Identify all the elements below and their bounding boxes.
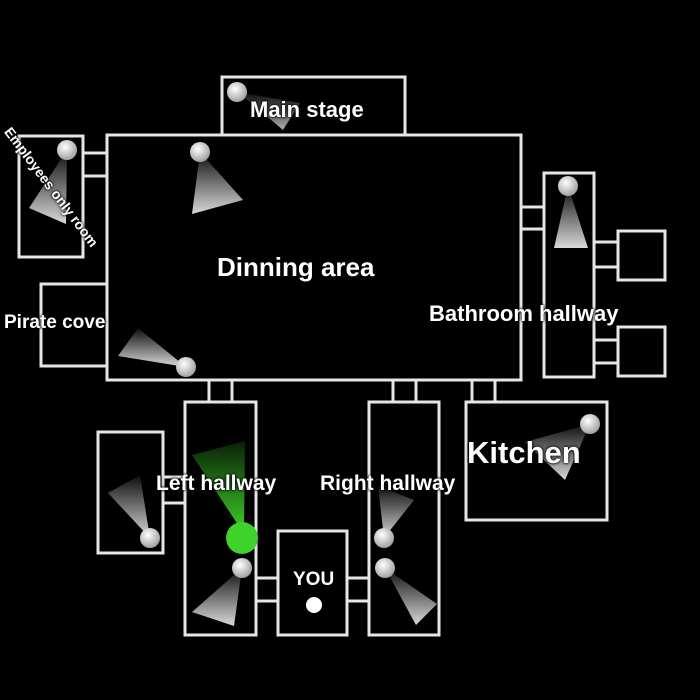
camera-employees-room[interactable] [29, 140, 77, 224]
label-bathroom-hallway: Bathroom hallway [429, 301, 619, 326]
camera-dining-area[interactable] [190, 142, 243, 214]
camera-pirate-cove[interactable] [118, 328, 196, 377]
room-bathroom-upper[interactable] [616, 229, 667, 282]
camera-kitchen[interactable] [525, 414, 600, 480]
player-position-dot [306, 597, 322, 613]
camera-closet[interactable] [108, 475, 160, 548]
label-kitchen: Kitchen [467, 435, 581, 470]
room-pirate-cove[interactable] [39, 282, 109, 368]
label-main-stage: Main stage [250, 97, 364, 122]
label-pirate-cove: Pirate cove [4, 312, 106, 333]
room-main-stage[interactable] [220, 75, 407, 137]
room-dining-area[interactable] [105, 133, 523, 382]
label-left-hallway: Left hallway [156, 472, 277, 495]
label-right-hallway: Right hallway [320, 472, 456, 495]
camera-right-hallway-upper[interactable] [374, 486, 414, 548]
camera-left-hallway-lower[interactable] [192, 558, 252, 626]
camera-left-hallway-active[interactable] [192, 441, 258, 554]
camera-right-hallway-lower[interactable] [375, 558, 437, 625]
label-dining-area: Dinning area [217, 252, 375, 282]
label-office-you: YOU [293, 569, 335, 590]
room-office[interactable] [276, 529, 349, 637]
camera-bathroom-hallway[interactable] [554, 176, 588, 248]
room-bathroom-lower[interactable] [616, 325, 667, 378]
camera-main-stage[interactable] [227, 82, 300, 130]
